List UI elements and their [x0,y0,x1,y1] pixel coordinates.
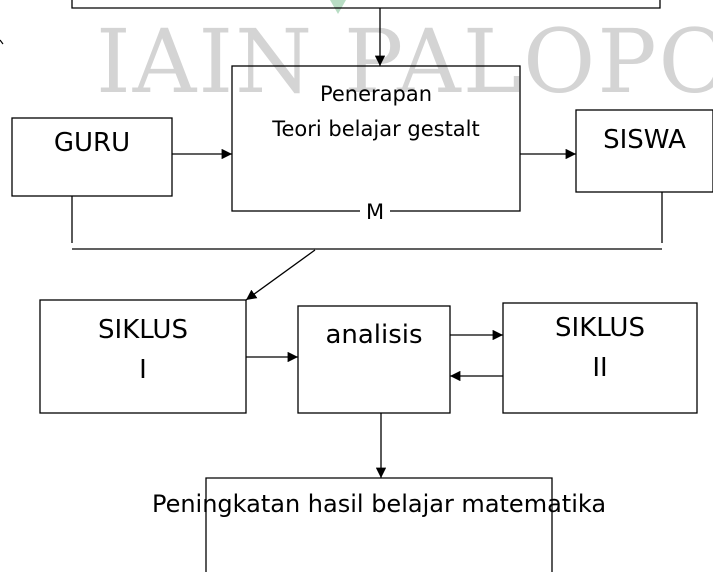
top-box [71,0,661,9]
penerapan-title: Penerapan [319,82,433,106]
penerapan-subtitle: Teori belajar gestalt [272,117,480,141]
siswa-box [575,109,713,193]
siswa-label: SISWA [603,125,686,155]
arrow-to-siklus-1 [245,249,316,301]
watermark-text: IAIN PALOPO [96,10,713,113]
siklus-1-number: I [139,355,147,385]
siklus-2-number: II [592,353,608,383]
analisis-label: analisis [325,320,423,350]
analisis-box [297,305,451,414]
siklus-1-label: SIKLUS [98,315,188,345]
siklus-2-box [502,302,698,414]
edge-mark [0,39,4,45]
guru-label: GURU [53,128,131,158]
peningkatan-box [205,477,553,572]
guru-box [11,117,173,197]
watermark-logo-fragment [330,0,346,14]
penerapan-mark: M [360,200,390,226]
peningkatan-label: Peningkatan hasil belajar matematika [151,490,607,518]
siklus-2-label: SIKLUS [555,313,645,343]
